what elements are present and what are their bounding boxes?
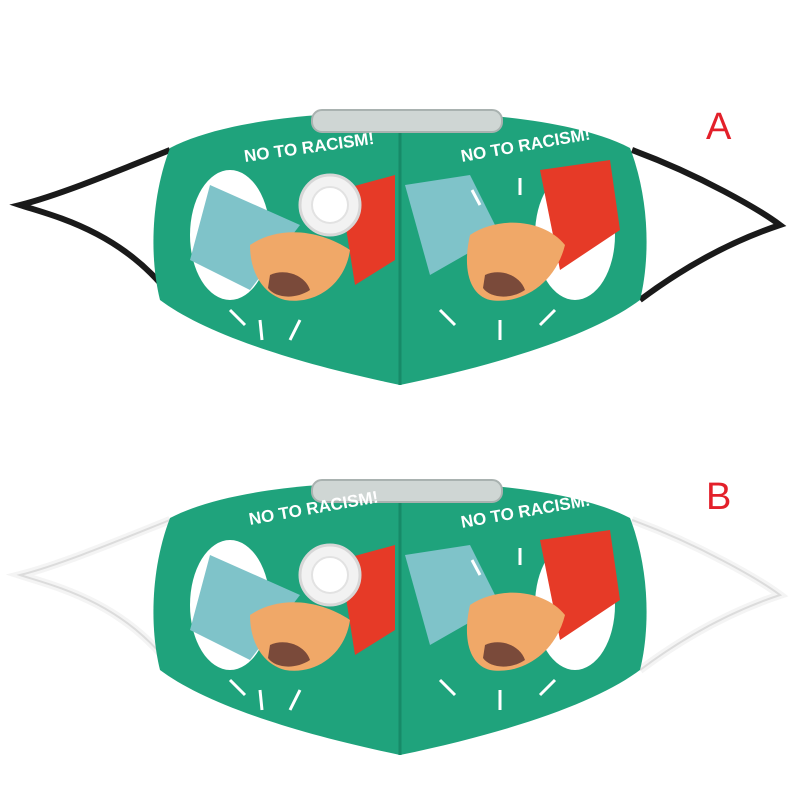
- mask-a-right-strap: [630, 147, 787, 303]
- variant-label-b: B: [706, 476, 732, 518]
- mask-b-left-strap: [5, 516, 174, 668]
- mask-b-right-strap: [630, 516, 789, 674]
- mask-a: NO TO RACISM! NO TO RACISM!: [9, 108, 787, 387]
- variant-label-a: A: [706, 106, 732, 148]
- mask-b: NO TO RACISM! NO TO RACISM!: [5, 478, 789, 757]
- mask-a-left-strap: [9, 147, 173, 297]
